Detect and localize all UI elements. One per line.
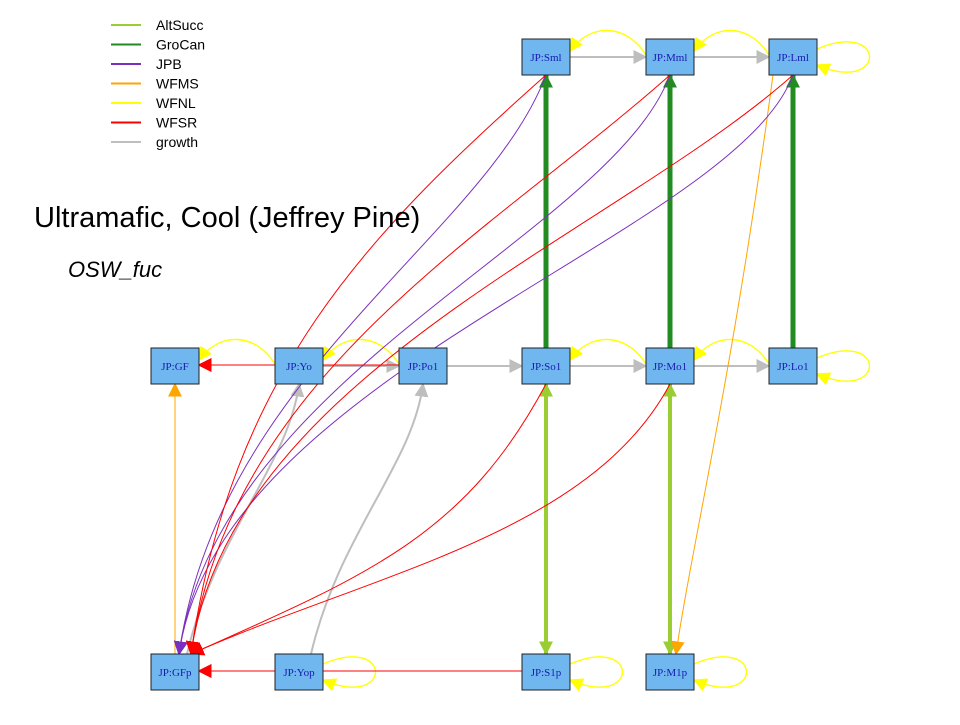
edge-wfnl-jp-m1p-to-jp-m1p (692, 656, 748, 692)
node-box (398, 347, 448, 385)
node-box (645, 347, 695, 385)
node-box (768, 347, 818, 385)
node-box (150, 347, 200, 385)
edge-wfnl-jp-lo1-to-jp-mo1 (693, 338, 770, 365)
node-box (768, 38, 818, 76)
edge-wfnl-jp-mo1-to-jp-so1 (569, 338, 647, 365)
node-label: JP:GFp (158, 667, 192, 679)
node-label: JP:Lml (777, 52, 809, 64)
node-label: JP:M1p (653, 667, 688, 679)
node-box (274, 653, 324, 691)
node-label: JP:Po1 (408, 361, 439, 373)
node-jp-s1p: JP:S1p (521, 653, 571, 691)
edge-growth-jp-yop-to-jp-po1 (310, 382, 429, 655)
page-title: Ultramafic, Cool (Jeffrey Pine) (34, 202, 421, 234)
node-jp-lml: JP:Lml (768, 38, 818, 76)
node-label: JP:Mml (653, 52, 688, 64)
edge-jpb-jp-sml-to-jp-gfp (173, 74, 547, 656)
node-jp-sml: JP:Sml (521, 38, 571, 76)
node-jp-yo: JP:Yo (274, 347, 324, 385)
edges (168, 29, 871, 692)
node-jp-so1: JP:So1 (521, 347, 571, 385)
legend-label-jpb: JPB (156, 56, 182, 72)
edge-wfnl-jp-s1p-to-jp-s1p (568, 656, 624, 692)
node-label: JP:S1p (531, 667, 562, 679)
edge-wfnl-jp-lml-to-jp-lml (815, 41, 871, 77)
edge-growth-jp-gfp-to-jp-yo (186, 382, 305, 655)
edge-wfnl-jp-po1-to-jp-yo (322, 338, 400, 365)
edge-wfnl-jp-yop-to-jp-yop (321, 656, 377, 692)
node-label: JP:Yo (286, 361, 312, 373)
node-jp-gf: JP:GF (150, 347, 200, 385)
node-box (150, 653, 200, 691)
edge-wfsr-jp-lml-to-jp-gfp (185, 74, 794, 656)
node-box (521, 38, 571, 76)
page-subtitle: OSW_fuc (68, 257, 163, 282)
node-label: JP:GF (161, 361, 189, 373)
node-jp-mml: JP:Mml (645, 38, 695, 76)
legend-label-wfnl: WFNL (156, 95, 196, 111)
edge-wfsr-jp-sml-to-jp-gfp (185, 74, 547, 656)
legend-label-altsucc: AltSucc (156, 17, 203, 33)
node-jp-mo1: JP:Mo1 (645, 347, 695, 385)
node-jp-po1: JP:Po1 (398, 347, 448, 385)
node-label: JP:Sml (530, 52, 561, 64)
node-jp-lo1: JP:Lo1 (768, 347, 818, 385)
node-jp-gfp: JP:GFp (150, 653, 200, 691)
edge-wfnl-jp-lml-to-jp-mml (693, 29, 770, 56)
node-label: JP:Mo1 (653, 361, 687, 373)
node-jp-yop: JP:Yop (274, 653, 324, 691)
edge-wfsr-jp-mo1-to-jp-gfp (189, 383, 671, 656)
node-box (274, 347, 324, 385)
legend-label-growth: growth (156, 134, 198, 150)
legend-label-wfms: WFMS (156, 76, 199, 92)
edge-wfnl-jp-mml-to-jp-sml (569, 29, 647, 56)
edge-wfms-jp-lml-to-jp-m1p (670, 74, 774, 656)
edge-wfnl-jp-lo1-to-jp-lo1 (815, 350, 871, 386)
node-label: JP:Yop (283, 667, 315, 679)
legend-label-wfsr: WFSR (156, 115, 197, 131)
node-jp-m1p: JP:M1p (645, 653, 695, 691)
legend-label-grocan: GroCan (156, 37, 205, 53)
node-box (645, 653, 695, 691)
node-box (521, 653, 571, 691)
node-box (521, 347, 571, 385)
node-label: JP:So1 (531, 361, 562, 373)
node-box (645, 38, 695, 76)
edge-wfsr-jp-so1-to-jp-gfp (189, 383, 547, 656)
edge-wfsr-jp-mml-to-jp-gfp (185, 74, 671, 656)
edge-wfnl-jp-yo-to-jp-gf (198, 338, 276, 365)
edge-jpb-jp-lml-to-jp-gfp (173, 74, 794, 656)
node-label: JP:Lo1 (777, 361, 808, 373)
edge-jpb-jp-mml-to-jp-gfp (173, 74, 671, 656)
